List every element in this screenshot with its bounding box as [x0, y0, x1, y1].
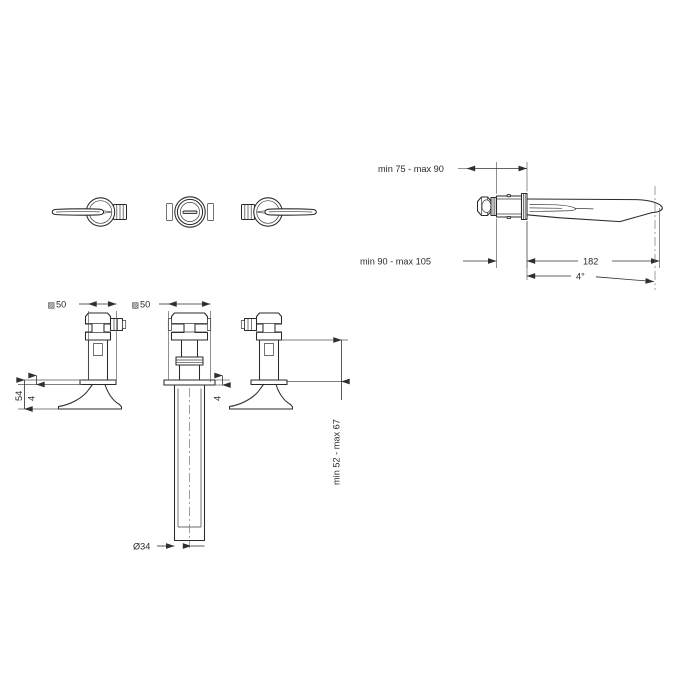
dim-label-4deg: 4°: [576, 272, 585, 282]
left-valve-dimensions: ▨ 50: [48, 300, 117, 380]
center-tube-dimensions: ▨ 50: [132, 300, 211, 382]
dim-label-d50-left: 50: [56, 300, 66, 310]
dim-label-4-left: 4: [26, 396, 36, 401]
dim-label-min52max67: min 52 - max 67: [332, 419, 342, 485]
dim-label-min75max90: min 75 - max 90: [378, 164, 444, 174]
top-view-left-handle: [51, 197, 128, 227]
top-view-right-handle: [240, 197, 317, 227]
center-plate-thickness-dimension: 4: [212, 372, 231, 401]
dim-label-d34: Ø34: [133, 542, 150, 552]
spout-dimensions-group: min 75 - max 90 min 90 - max 105 182 4°: [360, 162, 660, 290]
dim-label-54: 54: [14, 391, 24, 401]
front-view-left-valve: [57, 312, 127, 410]
valve-depth-dimension: min 52 - max 67: [281, 337, 350, 485]
front-view-right-valve: [228, 312, 294, 410]
diameter-symbol-icon-2: ▨: [132, 301, 140, 310]
dim-label-d50-center: 50: [140, 300, 150, 310]
spout-hex-nut: [476, 196, 493, 217]
left-height-dimensions: 54 4: [14, 372, 82, 412]
dim-label-4-center: 4: [212, 396, 222, 401]
dim-label-182: 182: [583, 257, 598, 267]
diameter-symbol-icon: ▨: [48, 301, 56, 310]
top-view-center-outlet: [166, 196, 214, 228]
top-view-group: [51, 196, 317, 228]
front-view-center-tube: [163, 312, 216, 548]
dim-label-min90max105: min 90 - max 105: [360, 257, 431, 267]
spout-side-view-group: [476, 192, 663, 223]
tube-diameter-dimension: Ø34: [133, 542, 205, 552]
